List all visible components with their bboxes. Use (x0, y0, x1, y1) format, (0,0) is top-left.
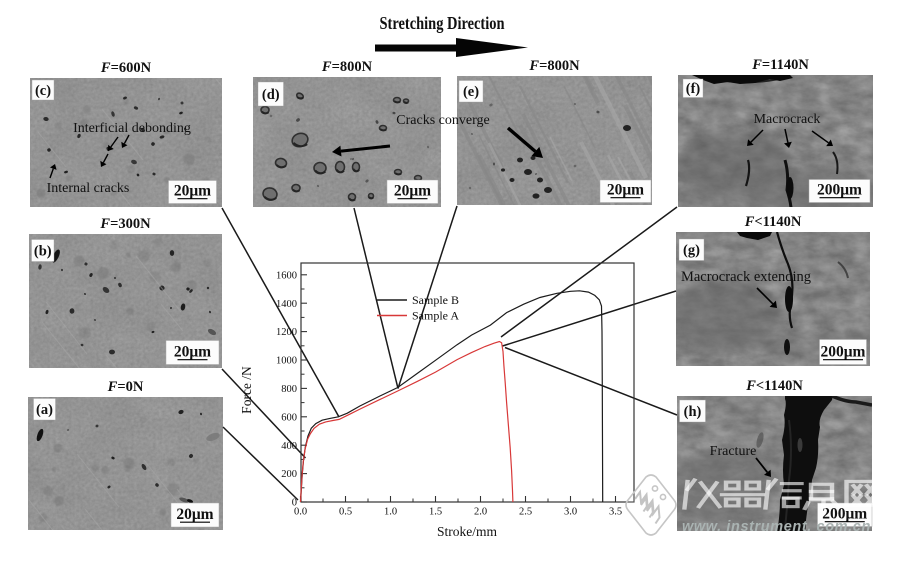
svg-text:600: 600 (281, 412, 297, 423)
svg-text:Interficial debonding: Interficial debonding (73, 121, 191, 136)
svg-text:Macrocrack: Macrocrack (754, 112, 821, 127)
svg-text:20μm: 20μm (174, 183, 211, 200)
svg-text:3.5: 3.5 (609, 507, 622, 518)
svg-text:Stretching Direction: Stretching Direction (380, 13, 505, 33)
svg-text:Macrocrack extending: Macrocrack extending (681, 269, 811, 285)
svg-text:Sample B: Sample B (412, 293, 459, 307)
svg-text:20μm: 20μm (607, 182, 644, 199)
svg-text:(e): (e) (463, 84, 479, 100)
svg-text:F<1140N: F<1140N (745, 378, 803, 394)
svg-text:0.5: 0.5 (339, 507, 352, 518)
svg-text:1000: 1000 (276, 356, 297, 367)
svg-text:20μm: 20μm (176, 506, 213, 523)
svg-text:1.0: 1.0 (384, 507, 397, 518)
svg-text:2.0: 2.0 (474, 507, 487, 518)
svg-text:(g): (g) (683, 243, 700, 259)
svg-text:(a): (a) (36, 402, 53, 418)
svg-text:2.5: 2.5 (519, 507, 532, 518)
svg-text:www. instrument. com.cn: www. instrument. com.cn (682, 519, 871, 535)
svg-text:Internal cracks: Internal cracks (47, 181, 130, 196)
svg-text:(b): (b) (34, 243, 52, 259)
svg-text:1600: 1600 (276, 270, 297, 281)
svg-text:800: 800 (281, 384, 297, 395)
svg-text:(f): (f) (686, 81, 701, 97)
svg-text:400: 400 (281, 441, 297, 452)
svg-text:F=800N: F=800N (321, 59, 373, 75)
svg-text:200: 200 (281, 469, 297, 480)
svg-text:(h): (h) (684, 404, 702, 420)
svg-text:0: 0 (292, 498, 297, 509)
svg-text:3.0: 3.0 (564, 507, 577, 518)
svg-text:F=300N: F=300N (99, 216, 151, 232)
svg-text:1200: 1200 (276, 327, 297, 338)
svg-text:200μm: 200μm (817, 182, 862, 199)
svg-text:Force /N: Force /N (239, 366, 254, 414)
svg-text:1400: 1400 (276, 299, 297, 310)
svg-text:Sample A: Sample A (412, 309, 459, 323)
svg-text:200μm: 200μm (821, 344, 866, 361)
svg-text:Stroke/mm: Stroke/mm (437, 524, 497, 539)
svg-text:F=1140N: F=1140N (751, 57, 809, 73)
svg-text:F<1140N: F<1140N (744, 214, 802, 230)
svg-text:F=800N: F=800N (528, 58, 580, 74)
svg-text:Fracture: Fracture (710, 444, 757, 459)
svg-text:Cracks converge: Cracks converge (396, 113, 489, 128)
svg-text:20μm: 20μm (174, 344, 211, 361)
svg-text:0.0: 0.0 (294, 507, 307, 518)
svg-text:(d): (d) (262, 87, 280, 103)
svg-text:20μm: 20μm (394, 183, 431, 200)
svg-text:F=0N: F=0N (107, 379, 144, 395)
svg-text:(c): (c) (35, 83, 51, 99)
svg-text:200μm: 200μm (822, 506, 867, 523)
svg-text:1.5: 1.5 (429, 507, 442, 518)
svg-text:F=600N: F=600N (100, 60, 152, 76)
